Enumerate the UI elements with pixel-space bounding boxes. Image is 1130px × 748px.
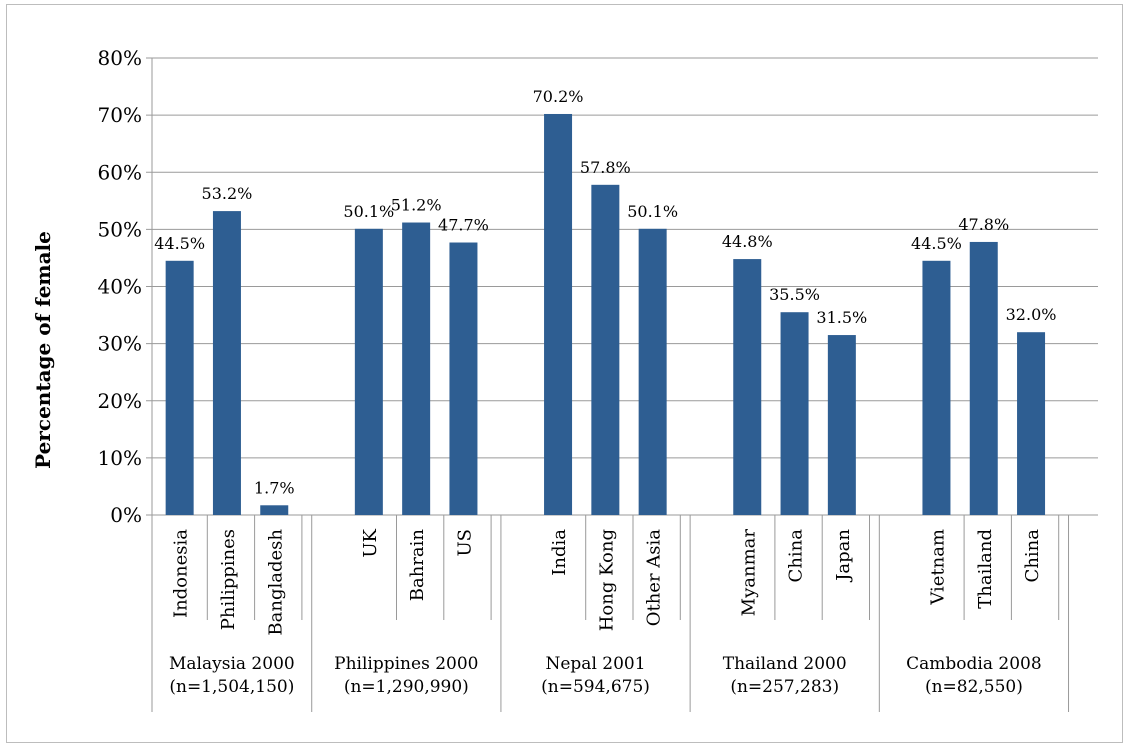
- category-label: US: [454, 529, 475, 557]
- group-label: Cambodia 2008: [906, 654, 1042, 674]
- bar: [354, 228, 383, 515]
- data-label: 51.2%: [391, 196, 442, 215]
- bar: [260, 505, 289, 515]
- data-label: 57.8%: [580, 158, 631, 177]
- bar: [922, 260, 951, 515]
- y-tick-label: 0%: [110, 503, 142, 527]
- y-tick-label: 70%: [98, 103, 142, 127]
- group-sublabel: (n=257,283): [730, 677, 839, 697]
- y-tick-label: 10%: [98, 446, 142, 470]
- data-label: 53.2%: [202, 184, 253, 203]
- group-label: Malaysia 2000: [169, 654, 295, 674]
- y-tick-label: 40%: [98, 275, 142, 299]
- data-label: 70.2%: [533, 87, 584, 106]
- group-label: Philippines 2000: [334, 654, 478, 674]
- y-tick-label: 80%: [98, 46, 142, 70]
- data-label: 1.7%: [254, 478, 295, 497]
- y-tick-label: 30%: [98, 332, 142, 356]
- category-label: Myanmar: [738, 529, 759, 617]
- data-label: 50.1%: [343, 202, 394, 221]
- category-label: Bangladesh: [265, 529, 286, 636]
- category-label: Bahrain: [407, 529, 428, 602]
- bar: [827, 335, 856, 515]
- group-sublabel: (n=1,290,990): [344, 677, 469, 697]
- y-tick-label: 20%: [98, 389, 142, 413]
- group-label: Thailand 2000: [723, 654, 847, 674]
- category-label: Hong Kong: [596, 529, 617, 631]
- group-label: Nepal 2001: [545, 654, 645, 674]
- bar: [1017, 332, 1046, 515]
- bar: [638, 228, 667, 515]
- bar: [165, 260, 194, 515]
- data-label: 32.0%: [1006, 305, 1057, 324]
- category-label: Philippines: [218, 529, 239, 630]
- y-tick-label: 50%: [98, 217, 142, 241]
- bar: [591, 184, 620, 515]
- data-label: 44.5%: [911, 234, 962, 253]
- data-label: 31.5%: [816, 308, 867, 327]
- bar: [449, 242, 478, 516]
- group-sublabel: (n=594,675): [541, 677, 650, 697]
- bar: [402, 222, 431, 515]
- category-label: Vietnam: [927, 529, 948, 606]
- data-label: 47.8%: [958, 215, 1009, 234]
- category-label: UK: [360, 528, 381, 557]
- bar: [780, 312, 809, 515]
- data-label: 50.1%: [627, 202, 678, 221]
- data-label: 47.7%: [438, 216, 489, 235]
- y-tick-label: 60%: [98, 160, 142, 184]
- group-sublabel: (n=1,504,150): [169, 677, 294, 697]
- y-axis-label: Percentage of female: [31, 231, 55, 469]
- category-label: China: [1022, 529, 1043, 583]
- data-label: 44.5%: [154, 234, 205, 253]
- bar: [212, 211, 241, 515]
- category-label: Indonesia: [171, 529, 192, 618]
- category-label: India: [549, 529, 570, 576]
- category-label: Other Asia: [644, 529, 665, 627]
- bar: [544, 113, 573, 516]
- category-label: Japan: [833, 529, 854, 583]
- data-label: 44.8%: [722, 232, 773, 251]
- group-sublabel: (n=82,550): [925, 677, 1023, 697]
- category-label: China: [786, 529, 807, 583]
- data-label: 35.5%: [769, 285, 820, 304]
- bar: [969, 241, 998, 515]
- bar: [733, 259, 762, 515]
- category-label: Thailand: [975, 529, 996, 609]
